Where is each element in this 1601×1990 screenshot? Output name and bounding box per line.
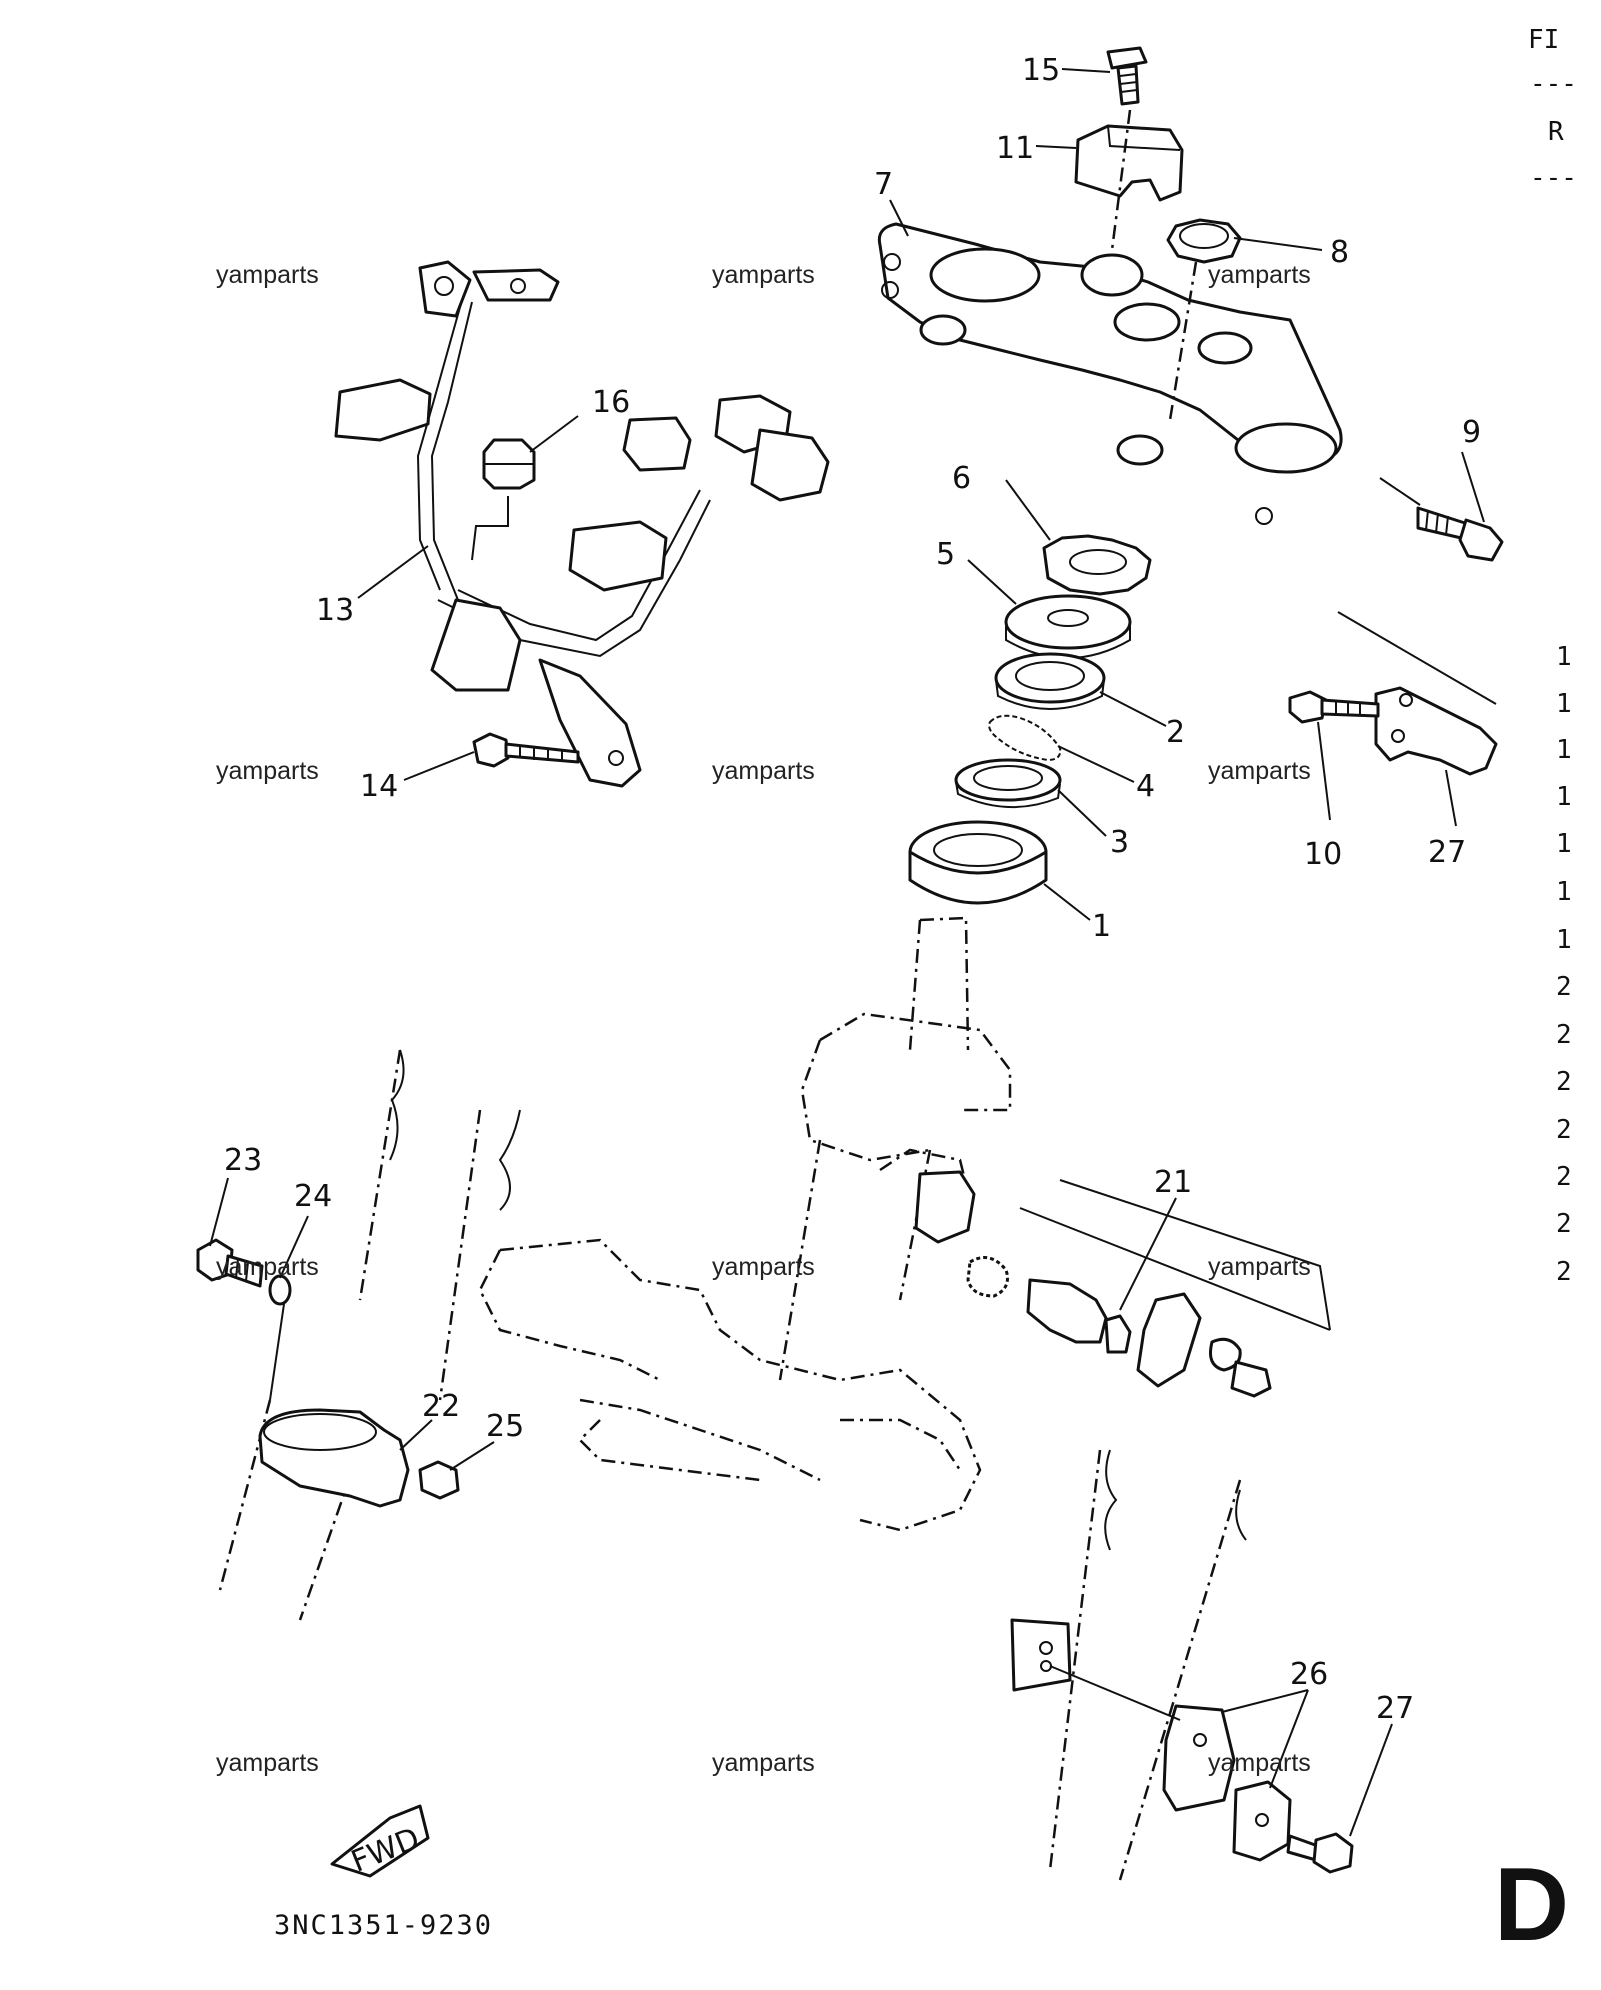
callout-1: 1 bbox=[1092, 909, 1111, 944]
part-1-bearing bbox=[908, 820, 1048, 905]
column-fragment: 2 bbox=[1556, 1067, 1572, 1097]
callout-8: 8 bbox=[1330, 235, 1349, 270]
part-22-bolt bbox=[196, 1238, 264, 1288]
watermark: yamparts bbox=[216, 1253, 319, 1281]
watermark: yamparts bbox=[712, 757, 815, 785]
part-16-knob-assembly bbox=[914, 1170, 1331, 1398]
column-fragment: 1 bbox=[1556, 925, 1572, 955]
part-25-brackets bbox=[1010, 1618, 1292, 1862]
part-13-stay bbox=[334, 260, 830, 788]
watermark: yamparts bbox=[1208, 261, 1311, 289]
watermark: yamparts bbox=[712, 261, 815, 289]
column-fragment: 2 bbox=[1556, 972, 1572, 1002]
header-fragment: FI bbox=[1528, 25, 1559, 55]
part-9-bolt bbox=[1416, 506, 1504, 562]
watermark: yamparts bbox=[1208, 1749, 1311, 1777]
callout-16: 21 bbox=[1154, 1165, 1192, 1200]
part-12-bolt bbox=[1106, 46, 1148, 106]
leader-line bbox=[1337, 611, 1497, 705]
callout-12: 15 bbox=[1022, 53, 1060, 88]
watermark: yamparts bbox=[712, 1749, 815, 1777]
leader-line bbox=[471, 496, 509, 561]
part-5-washer bbox=[1004, 594, 1132, 659]
column-fragment: 2 bbox=[1556, 1257, 1572, 1287]
callout-25: 26 bbox=[1290, 1657, 1328, 1692]
callout-2: 2 bbox=[1166, 715, 1185, 750]
watermark: yamparts bbox=[216, 1749, 319, 1777]
column-fragment: 1 bbox=[1556, 735, 1572, 765]
callout-14: 14 bbox=[360, 769, 398, 804]
part-11-handlebar-holder bbox=[1074, 124, 1184, 202]
part-8-nut bbox=[1166, 218, 1242, 264]
part-2-race-cover bbox=[994, 652, 1106, 710]
callout-5: 5 bbox=[936, 537, 955, 572]
watermark: yamparts bbox=[1208, 1253, 1311, 1281]
watermark: yamparts bbox=[712, 1253, 815, 1281]
column-fragment: 1 bbox=[1556, 829, 1572, 859]
column-fragment: 1 bbox=[1556, 689, 1572, 719]
center-line bbox=[1168, 261, 1198, 421]
column-fragment: 2 bbox=[1556, 1115, 1572, 1145]
part-3-race bbox=[954, 758, 1062, 809]
column-fragment: 1 bbox=[1556, 877, 1572, 907]
part-26-bolt bbox=[1286, 1832, 1354, 1874]
center-line bbox=[1110, 109, 1132, 251]
figure-code: 3NC1351-9230 bbox=[274, 1910, 493, 1941]
column-fragment: 2 bbox=[1556, 1162, 1572, 1192]
part-4-balls bbox=[988, 714, 1062, 762]
part-21-clamp bbox=[258, 1408, 410, 1508]
callout-22: 23 bbox=[224, 1143, 262, 1178]
right-column-fragments: 1 1 1 1 1 1 1 2 2 2 2 2 2 2 bbox=[1556, 642, 1572, 1287]
callout-leaders bbox=[209, 68, 1485, 1837]
column-fragment: 2 bbox=[1556, 1020, 1572, 1050]
part-27-clamp bbox=[1374, 686, 1498, 776]
page-letter: D bbox=[1494, 1847, 1569, 1963]
column-fragment: 1 bbox=[1556, 642, 1572, 672]
part-6-ring-nut bbox=[1042, 534, 1152, 596]
header-fragment: R bbox=[1548, 117, 1564, 147]
column-fragment: 2 bbox=[1556, 1209, 1572, 1239]
leader-line bbox=[269, 1303, 285, 1401]
callout-11: 11 bbox=[996, 131, 1034, 166]
callout-15: 16 bbox=[592, 385, 630, 420]
callout-9: 9 bbox=[1462, 415, 1481, 450]
header-fragment: --- bbox=[1530, 163, 1577, 193]
callout-7: 7 bbox=[874, 167, 893, 202]
callout-4: 4 bbox=[1136, 769, 1155, 804]
callout-6: 6 bbox=[952, 461, 971, 496]
watermark: yamparts bbox=[216, 261, 319, 289]
callout-23: 24 bbox=[294, 1179, 332, 1214]
callout-numbers: 15 11 7 8 9 6 5 2 4 3 1 10 27 16 13 14 2… bbox=[224, 53, 1481, 1726]
part-24-nut bbox=[418, 1460, 460, 1500]
callout-10: 10 bbox=[1304, 837, 1342, 872]
watermarks: yamparts yamparts yamparts yamparts yamp… bbox=[216, 261, 1311, 1777]
watermark: yamparts bbox=[1208, 757, 1311, 785]
part-14-bolt bbox=[472, 732, 580, 768]
steering-stem bbox=[478, 916, 1012, 1532]
callout-3: 3 bbox=[1110, 825, 1129, 860]
column-fragment: 1 bbox=[1556, 782, 1572, 812]
part-10-screw bbox=[1288, 690, 1380, 724]
watermark: yamparts bbox=[216, 757, 319, 785]
callout-13: 13 bbox=[316, 593, 354, 628]
part-7-upper-bracket bbox=[877, 222, 1343, 525]
callout-27: 27 bbox=[1428, 835, 1466, 870]
part-15-grommet bbox=[482, 438, 536, 490]
fwd-arrow: FWD bbox=[330, 1804, 430, 1880]
header-fragments: FI --- R --- bbox=[1528, 25, 1577, 193]
callout-24: 25 bbox=[486, 1409, 524, 1444]
leader-line bbox=[1379, 477, 1421, 506]
header-fragment: --- bbox=[1530, 69, 1577, 99]
callout-26: 27 bbox=[1376, 1691, 1414, 1726]
callout-21: 22 bbox=[422, 1389, 460, 1424]
